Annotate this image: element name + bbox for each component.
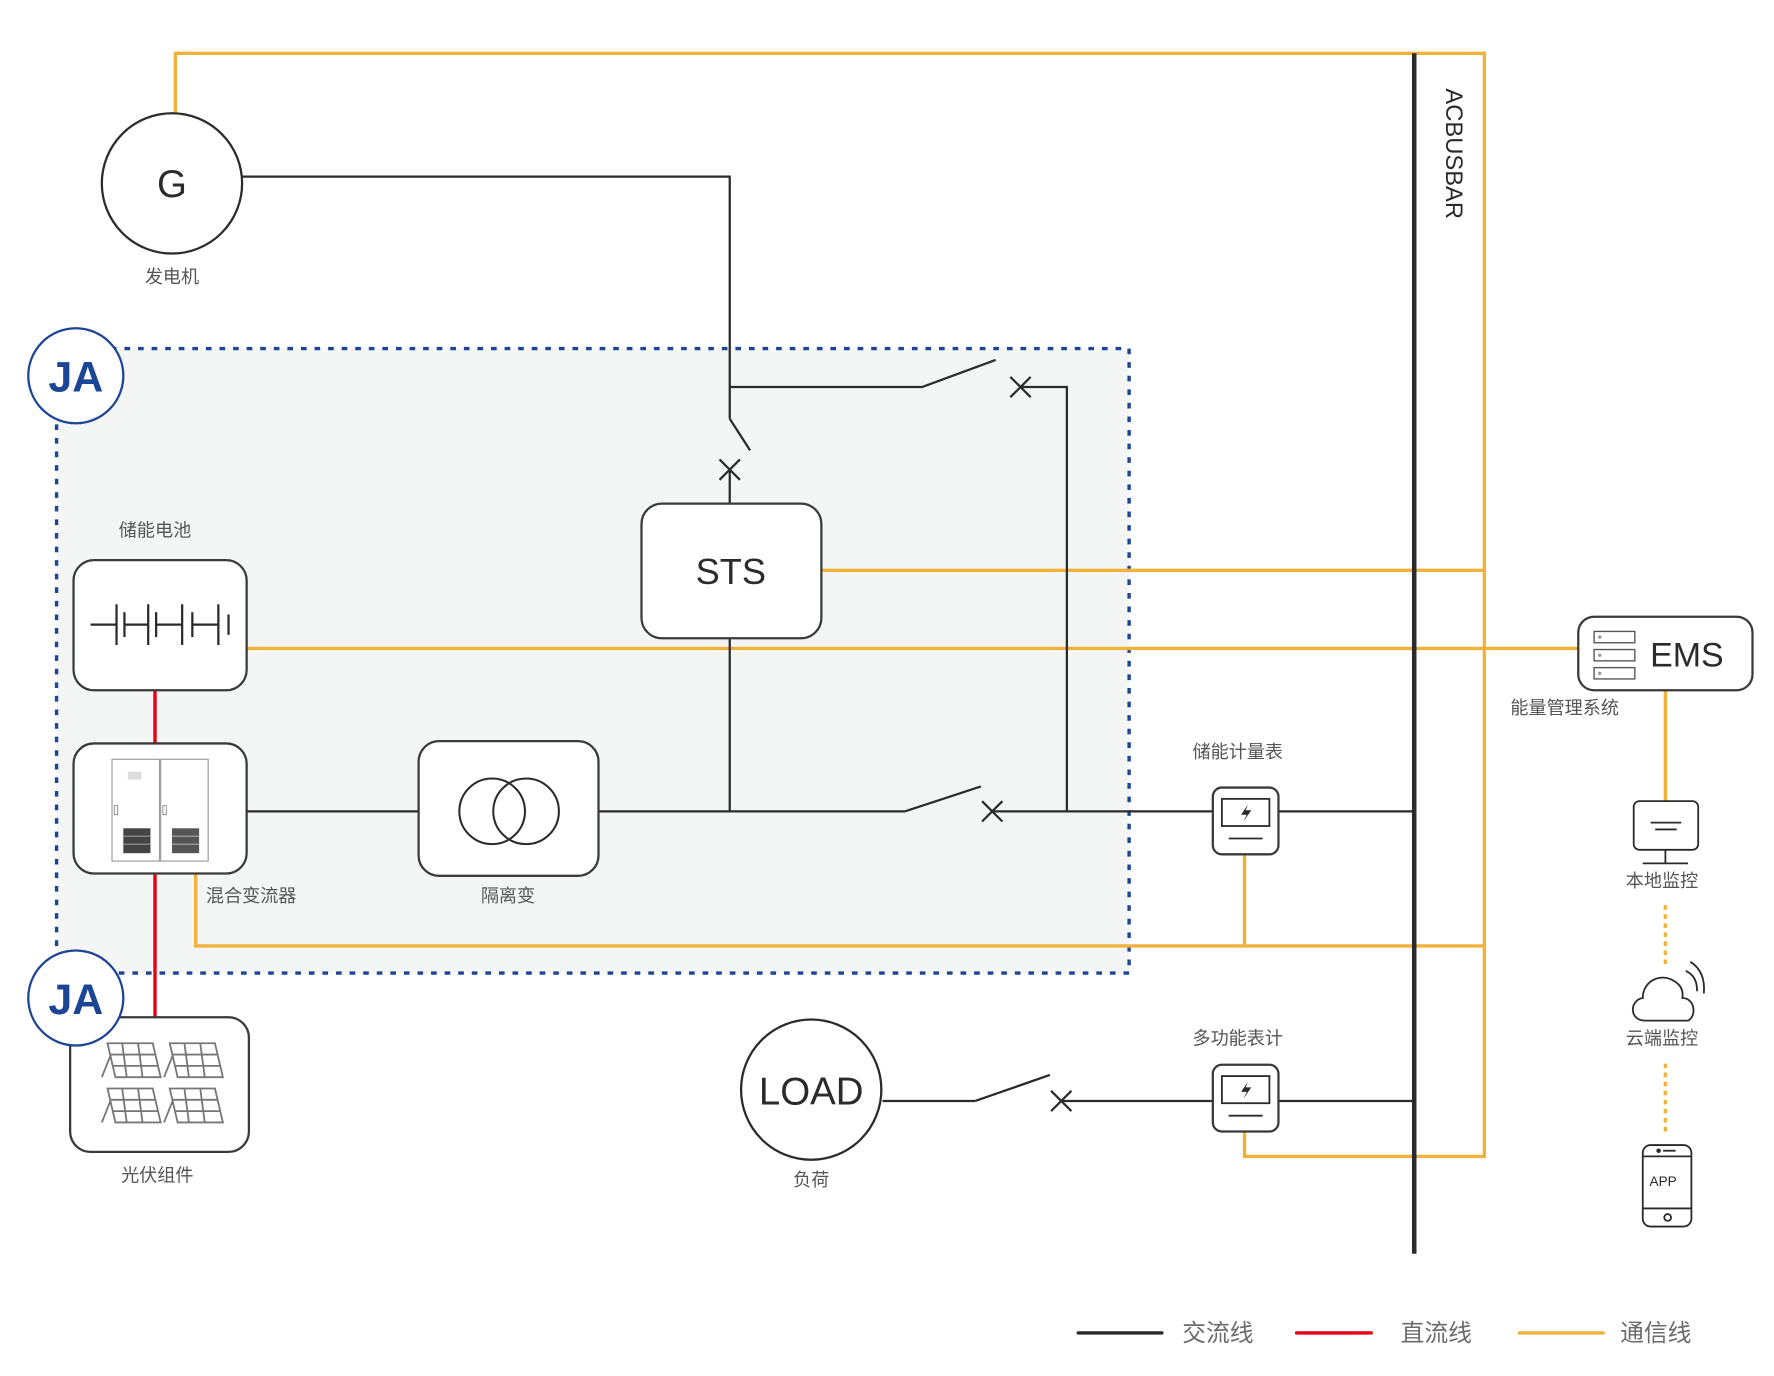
solar-panel-icon [100, 1042, 225, 1124]
battery-storage[interactable] [72, 559, 248, 692]
legend-label: 交流线 [1182, 1319, 1253, 1347]
storage-meter-label: 储能计量表 [1192, 742, 1282, 763]
monitor-icon [1632, 800, 1700, 865]
ja-logo-text: JA [48, 976, 103, 1024]
inverter-cabinet-icon [111, 758, 209, 862]
isolation-transformer[interactable] [417, 740, 600, 877]
breaker-x-icon[interactable] [1050, 1089, 1073, 1112]
cloud-monitor[interactable]: 云端监控 [1626, 961, 1705, 1050]
server-rack-icon [1593, 630, 1636, 680]
legend-label: 直流线 [1401, 1319, 1472, 1347]
battery-label: 储能电池 [119, 520, 191, 541]
ja-logo-text: JA [48, 354, 103, 402]
transformer-icon [458, 777, 560, 846]
inverter-label: 混合变流器 [206, 886, 296, 907]
local-monitor[interactable]: 本地监控 [1626, 800, 1700, 892]
load-label: 负荷 [793, 1170, 829, 1191]
cloud-monitor-label: 云端监控 [1626, 1028, 1698, 1049]
breaker-x-icon[interactable] [1009, 376, 1032, 399]
ja-logo-top: JA [27, 327, 125, 425]
ja-logo-bottom: JA [27, 949, 125, 1047]
multi-function-meter[interactable] [1211, 1063, 1280, 1133]
ems[interactable]: EMS [1577, 615, 1754, 692]
load-symbol: LOAD [759, 1070, 864, 1113]
ems-symbol: EMS [1650, 637, 1724, 675]
generator-label: 发电机 [145, 267, 199, 288]
legend-label: 通信线 [1620, 1319, 1691, 1347]
load[interactable]: LOAD [739, 1018, 883, 1161]
busbar-label: ACBUSBAR [1440, 88, 1467, 219]
app-label: APP [1650, 1174, 1677, 1189]
meter-icon [1220, 797, 1271, 840]
cloud-signal-icon [1631, 961, 1705, 1022]
hybrid-inverter[interactable] [72, 742, 248, 875]
ems-label: 能量管理系统 [1510, 698, 1619, 719]
legend: 交流线 直流线 通信线 [1076, 1319, 1691, 1347]
app-phone[interactable]: APP [1641, 1144, 1693, 1228]
generator-symbol: G [157, 163, 187, 206]
pv-modules[interactable] [69, 1016, 251, 1153]
comm-lines [173, 51, 1668, 1159]
legend-item-dc: 直流线 [1294, 1319, 1472, 1347]
legend-item-comm: 通信线 [1517, 1319, 1691, 1347]
phone-icon [1641, 1144, 1693, 1228]
breaker-marks [718, 376, 1073, 1112]
transformer-label: 隔离变 [481, 886, 535, 907]
sts-switch[interactable]: STS [640, 502, 823, 640]
meter-icon [1220, 1075, 1271, 1117]
storage-meter[interactable] [1211, 786, 1280, 856]
local-monitor-label: 本地监控 [1626, 871, 1698, 892]
generator[interactable]: G 发电机 [100, 112, 244, 288]
legend-item-ac: 交流线 [1076, 1319, 1254, 1347]
breaker-x-icon[interactable] [981, 800, 1004, 823]
multi-meter-label: 多功能表计 [1192, 1028, 1282, 1049]
battery-cells-icon [90, 604, 230, 646]
ac-lines [242, 175, 1415, 1103]
breaker-x-icon[interactable] [718, 458, 741, 481]
sts-label: STS [696, 551, 766, 592]
pv-label: 光伏组件 [121, 1165, 193, 1186]
